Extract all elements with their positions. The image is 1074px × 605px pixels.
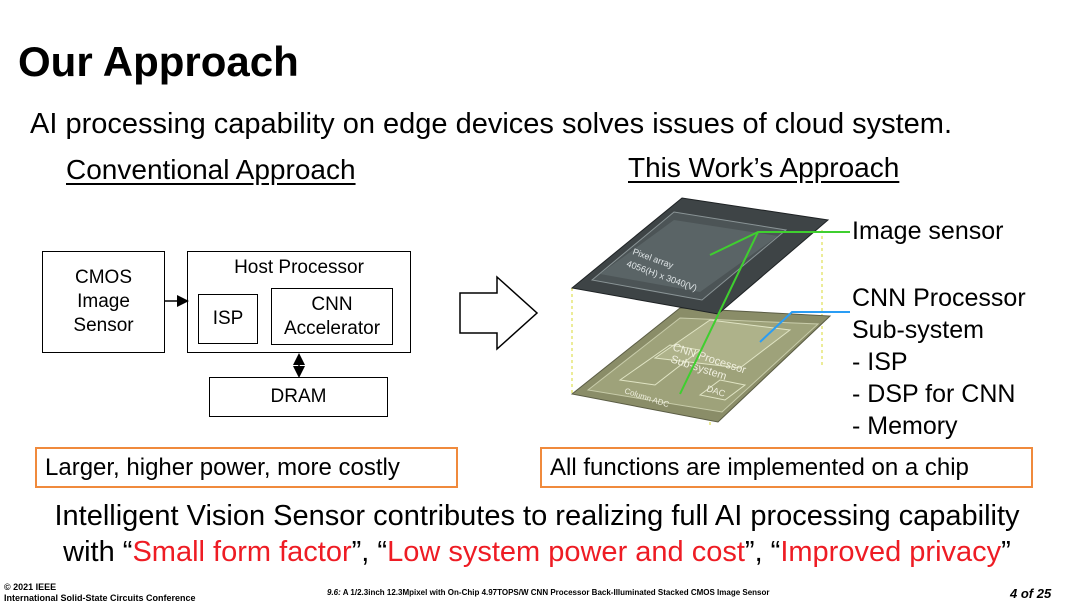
slide-title: Our Approach: [18, 38, 299, 85]
this-work-heading: This Work’s Approach: [628, 152, 900, 183]
conventional-heading: Conventional Approach: [66, 154, 356, 185]
conventional-note: Larger, higher power, more costly: [35, 447, 458, 488]
label-isp: - ISP: [852, 348, 908, 376]
label-memory: - Memory: [852, 412, 958, 440]
isp-block: ISP: [198, 294, 258, 344]
footer-paper: 9.6: A 1/2.3inch 12.3Mpixel with On-Chip…: [327, 588, 770, 597]
cnn-processor-leader: [759, 311, 850, 343]
point-improved-privacy: Improved privacy: [780, 536, 1002, 568]
host-processor-label: Host Processor: [234, 257, 364, 278]
page-number: 4 of 25: [1010, 586, 1052, 601]
conclusion-sep-2: ”, “: [744, 536, 781, 568]
footer-paper-title: A 1/2.3inch 12.3Mpixel with On-Chip 4.97…: [340, 588, 770, 597]
conclusion-sep-1: ”, “: [351, 536, 388, 568]
label-cnn-processor: CNN Processor: [852, 284, 1026, 312]
footer-conference: International Solid-State Circuits Confe…: [4, 593, 196, 603]
stacked-chip-illustration: CNN Processor Sub-system DAC Column ADC …: [570, 197, 850, 425]
slide-subtitle: AI processing capability on edge devices…: [30, 108, 953, 140]
cmos-line-1: CMOS: [75, 267, 132, 288]
cnn-line-1: CNN: [311, 293, 353, 315]
dram-label: DRAM: [270, 386, 327, 407]
point-low-power-cost: Low system power and cost: [387, 536, 745, 568]
cmos-image-sensor-block: CMOS Image Sensor: [42, 251, 165, 353]
conclusion-suffix: ”: [1001, 536, 1011, 568]
label-sub-system: Sub-system: [852, 316, 984, 344]
cnn-accelerator-block: CNN Accelerator: [271, 288, 393, 345]
cmos-line-3: Sensor: [73, 315, 134, 336]
conclusion-prefix: with “: [63, 536, 133, 568]
footer-copyright: © 2021 IEEE: [4, 582, 57, 592]
cnn-line-2: Accelerator: [283, 317, 381, 339]
label-dsp-for-cnn: - DSP for CNN: [852, 380, 1016, 408]
conclusion-line-1: Intelligent Vision Sensor contributes to…: [54, 500, 1020, 532]
this-work-note: All functions are implemented on a chip: [540, 447, 1033, 488]
footer-paper-id: 9.6:: [327, 588, 341, 597]
point-small-form-factor: Small form factor: [132, 536, 352, 568]
isp-label: ISP: [212, 308, 244, 329]
cmos-line-2: Image: [77, 291, 130, 312]
label-image-sensor: Image sensor: [852, 217, 1004, 245]
big-right-arrow: [459, 275, 539, 351]
conclusion-line-2: with “Small form factor”, “Low system po…: [0, 536, 1074, 569]
